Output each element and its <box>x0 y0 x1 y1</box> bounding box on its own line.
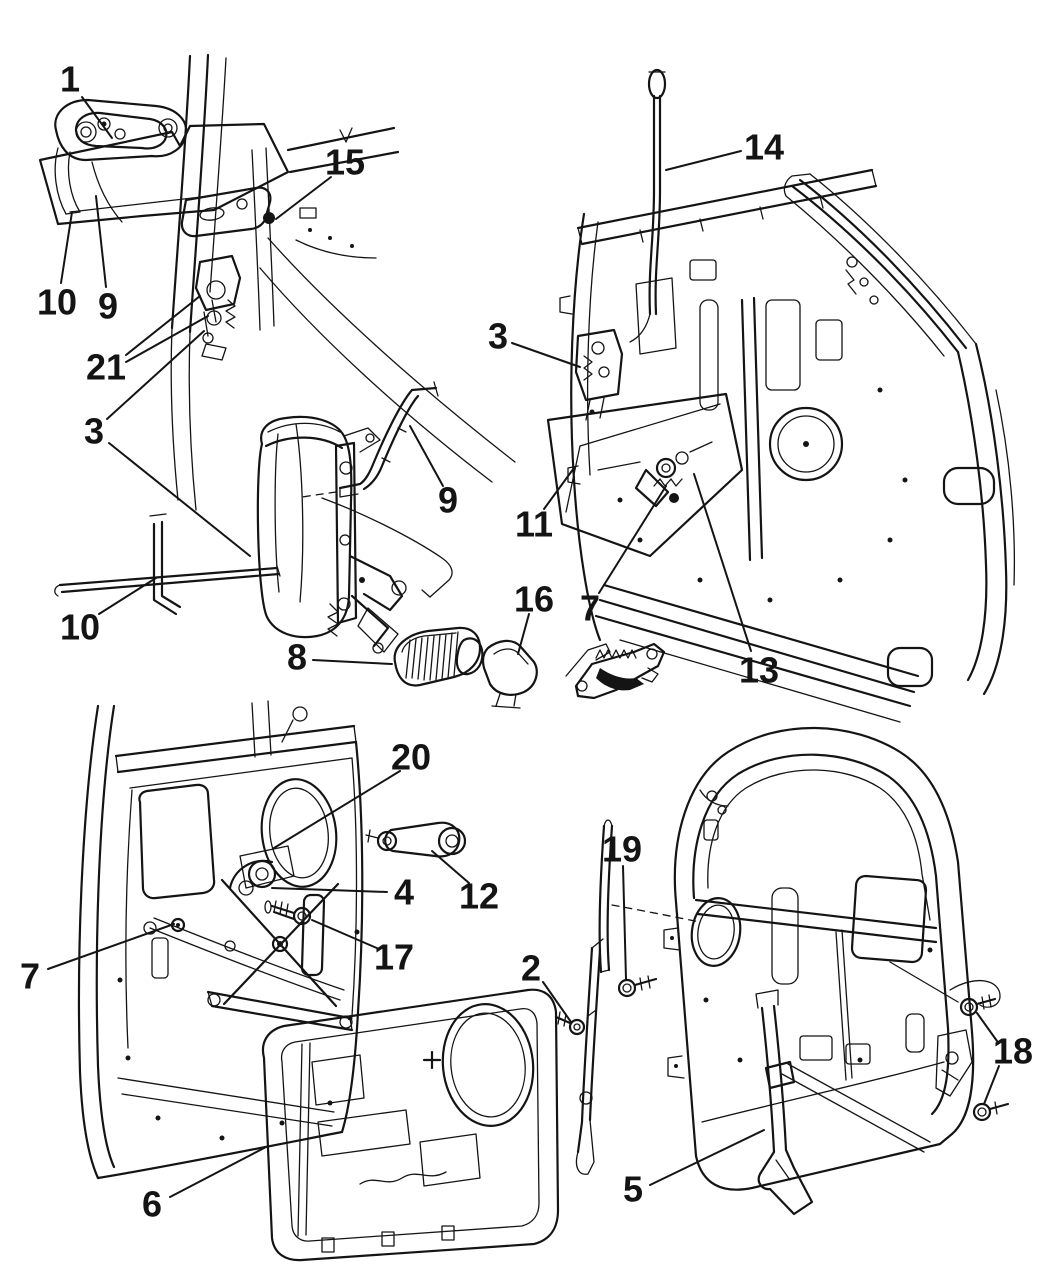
screw-15 <box>263 212 275 224</box>
inside-handle-actuator <box>634 441 713 508</box>
callout-label-21: 21 <box>86 347 126 388</box>
callout-leader-8 <box>312 659 393 665</box>
callout-label-10: 10 <box>60 607 100 648</box>
callout-leader-9 <box>95 195 107 288</box>
callout-leader-17 <box>311 919 380 950</box>
callout-label-4: 4 <box>394 872 414 913</box>
exterior-handle-assembly <box>38 53 516 511</box>
lock-rods <box>54 381 453 616</box>
lock-link-rod <box>54 513 281 616</box>
callout-leader-20 <box>273 770 401 849</box>
callout-leader-10 <box>98 577 157 615</box>
callout-leader-4 <box>271 887 388 893</box>
callout-label-9: 9 <box>438 480 458 521</box>
callout-label-7: 7 <box>20 956 40 997</box>
callout-label-3: 3 <box>84 411 104 452</box>
glass-run-channel-front <box>575 819 701 1175</box>
callout-label-20: 20 <box>391 737 431 778</box>
callout-leader-18 <box>983 1065 1000 1105</box>
callout-leader-13 <box>693 473 752 652</box>
pull-handle <box>393 626 484 687</box>
callout-leader-21 <box>125 315 209 363</box>
door-module-panel <box>261 988 586 1262</box>
callout-label-18: 18 <box>993 1031 1033 1072</box>
callout-leader-18 <box>976 1012 998 1042</box>
handle-mounting-bracket <box>180 186 275 238</box>
door-shell-upper <box>546 68 1016 723</box>
callout-label-16: 16 <box>514 579 554 620</box>
callout-leader-9 <box>409 425 444 487</box>
outside-handle-rod <box>301 381 453 598</box>
callout-label-8: 8 <box>287 637 307 678</box>
callout-leader-14 <box>665 150 742 171</box>
module-screw <box>554 1011 586 1036</box>
callout-leader-6 <box>169 1146 267 1198</box>
callout-label-15: 15 <box>325 142 365 183</box>
regulator-bolt <box>264 900 312 926</box>
callout-label-13: 13 <box>739 650 779 691</box>
callout-label-10: 10 <box>37 282 77 323</box>
callout-leader-19 <box>622 865 627 980</box>
callout-leader-7 <box>47 923 175 970</box>
callout-leader-2 <box>542 981 572 1023</box>
callout-label-12: 12 <box>459 876 499 917</box>
inside-handle-mechanism <box>565 642 666 700</box>
callout-label-17: 17 <box>374 937 414 978</box>
latch-assembly <box>256 415 407 654</box>
callout-leader-5 <box>649 1129 765 1186</box>
speaker-hole <box>768 406 844 482</box>
water-deflector <box>546 392 744 558</box>
door-latch-installed <box>574 328 624 421</box>
hinge-screw-upper <box>889 961 1001 1017</box>
lock-knob-rod <box>629 68 667 343</box>
channel-screw-upper <box>617 975 658 998</box>
callout-leader-12 <box>431 850 470 884</box>
callout-leader-7 <box>598 485 667 594</box>
callout-leader-21 <box>125 295 201 356</box>
callout-leader-15 <box>275 176 332 220</box>
callout-leader-16 <box>517 613 530 655</box>
callout-leader-11 <box>543 467 575 510</box>
door-shell-lower-right <box>575 726 1010 1216</box>
callout-leader-3 <box>106 330 205 420</box>
callout-label-2: 2 <box>521 948 541 989</box>
glass-run-channel-rear <box>755 989 814 1216</box>
callout-leader-10 <box>60 211 73 284</box>
callout-label-5: 5 <box>623 1169 643 1210</box>
callout-layer: 1 15 10 9 21 3 14 3 11 9 10 8 16 7 13 20 4 12 17 7 2 6 19 18 5 <box>20 59 1033 1225</box>
latch-presenter <box>194 254 242 361</box>
window-crank-handle <box>365 821 467 858</box>
callout-label-14: 14 <box>744 127 784 168</box>
window-regulator <box>149 845 354 1032</box>
pull-handle-cup <box>481 639 538 709</box>
callout-label-6: 6 <box>142 1184 162 1225</box>
callout-leader-1 <box>81 96 113 139</box>
callout-leader-3 <box>108 442 251 557</box>
callout-label-1: 1 <box>60 59 80 100</box>
hinge-screw-lower <box>972 1101 1010 1122</box>
door-shell-lower-left <box>77 700 467 1180</box>
callout-label-9: 9 <box>98 286 118 327</box>
callout-label-11: 11 <box>515 504 553 545</box>
callout-label-3: 3 <box>488 316 508 357</box>
callout-label-7: 7 <box>580 588 600 629</box>
callout-leader-3 <box>511 342 581 368</box>
callout-label-19: 19 <box>602 829 642 870</box>
